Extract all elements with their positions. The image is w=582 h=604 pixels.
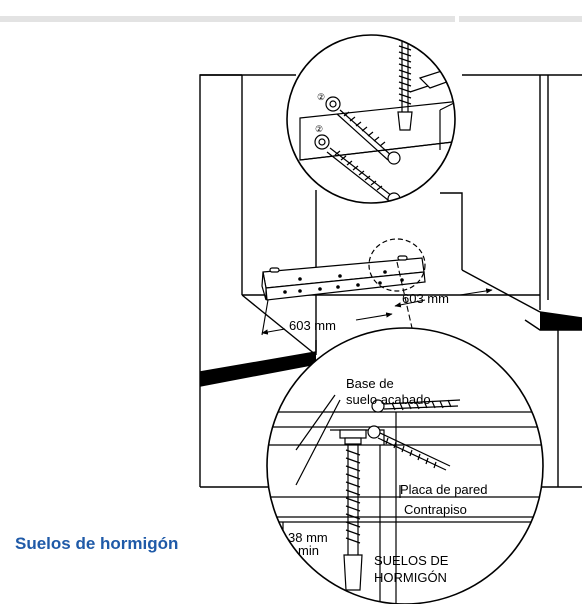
label-wall-plate: Placa de pared	[400, 482, 487, 497]
label-concrete-line2: HORMIGÓN	[374, 570, 447, 585]
base-shading	[200, 312, 582, 386]
bottom-detail-circle-bg	[267, 328, 543, 604]
bottom-detail-contents	[267, 394, 543, 604]
label-min-line2: min	[298, 543, 319, 558]
detail-highlight-circle	[368, 238, 426, 292]
step-number-a: ②	[317, 92, 325, 102]
label-base-line1: Base de	[346, 376, 394, 391]
bottom-detail-circle-border	[266, 327, 544, 604]
header-divider-bar	[0, 16, 582, 22]
section-caption: Suelos de hormigón	[15, 534, 179, 553]
label-min-line1: 38 mm	[288, 530, 328, 545]
label-concrete-line1: SUELOS DE	[374, 553, 449, 568]
label-subfloor: Contrapiso	[404, 502, 467, 517]
label-base-line2: suelo acabado	[346, 392, 431, 407]
dimension-lines	[261, 261, 493, 336]
dimension-label-left: 603 mm	[289, 318, 336, 333]
anti-tip-bracket	[261, 255, 426, 301]
dimension-label-right: 603 mm	[402, 291, 449, 306]
step-number-b: ②	[315, 124, 323, 134]
header-divider-gap	[455, 16, 459, 22]
top-detail-circle-border	[286, 34, 456, 204]
